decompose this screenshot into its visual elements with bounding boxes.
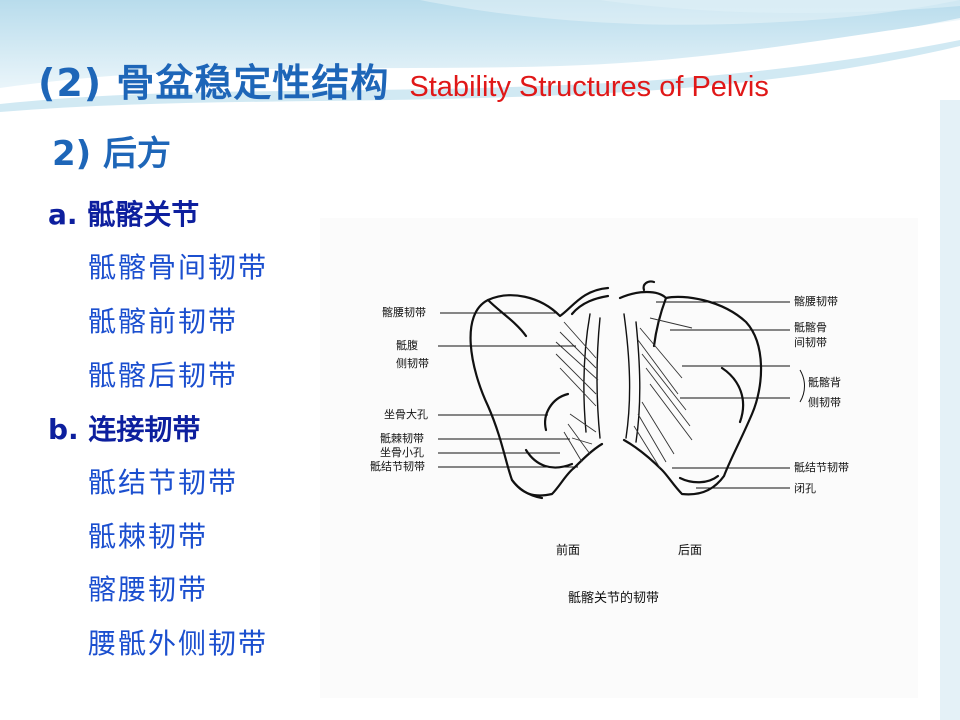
label-left: 坐骨小孔 bbox=[380, 446, 424, 459]
label-right: 骶髂背 bbox=[808, 376, 841, 389]
section-a-heading: a. 骶髂关节 bbox=[48, 198, 200, 231]
subtitle: 2) 后方 bbox=[52, 134, 172, 174]
pelvis-ligament-figure: 髂腰韧带 骶腹 侧韧带 坐骨大孔 骶棘韧带 坐骨小孔 骶结节韧带 髂腰韧带 骶髂… bbox=[320, 218, 918, 698]
title-chinese: (2) 骨盆稳定性结构 bbox=[38, 61, 390, 105]
section-b-item: 骶结节韧带 bbox=[88, 466, 239, 499]
label-right: 骶髂骨 bbox=[794, 321, 827, 334]
label-left: 坐骨大孔 bbox=[384, 408, 428, 421]
section-b-heading: b. 连接韧带 bbox=[48, 413, 201, 446]
label-left: 骶腹 bbox=[396, 339, 418, 352]
section-a-item: 骶髂前韧带 bbox=[88, 305, 239, 338]
label-left: 髂腰韧带 bbox=[382, 306, 426, 319]
label-left: 侧韧带 bbox=[396, 357, 429, 370]
section-a-item: 骶髂骨间韧带 bbox=[88, 251, 269, 284]
label-right: 髂腰韧带 bbox=[794, 295, 838, 308]
view-back-label: 后面 bbox=[678, 543, 703, 557]
slide-title: (2) 骨盆稳定性结构 Stability Structures of Pelv… bbox=[38, 52, 769, 107]
label-right: 闭孔 bbox=[794, 482, 816, 495]
figure-caption: 骶髂关节的韧带 bbox=[568, 591, 660, 606]
pelvis-drawing bbox=[438, 280, 805, 500]
label-right: 间韧带 bbox=[794, 336, 827, 349]
label-right: 侧韧带 bbox=[808, 396, 841, 409]
section-b-item: 腰骶外侧韧带 bbox=[88, 627, 269, 660]
view-front-label: 前面 bbox=[556, 543, 581, 557]
section-b-item: 髂腰韧带 bbox=[88, 573, 209, 606]
section-a-item: 骶髂后韧带 bbox=[88, 359, 239, 392]
section-b-item: 骶棘韧带 bbox=[88, 520, 209, 553]
title-english: Stability Structures of Pelvis bbox=[409, 71, 769, 103]
label-left: 骶棘韧带 bbox=[380, 432, 424, 445]
label-left: 骶结节韧带 bbox=[370, 460, 425, 473]
label-right: 骶结节韧带 bbox=[794, 461, 849, 474]
